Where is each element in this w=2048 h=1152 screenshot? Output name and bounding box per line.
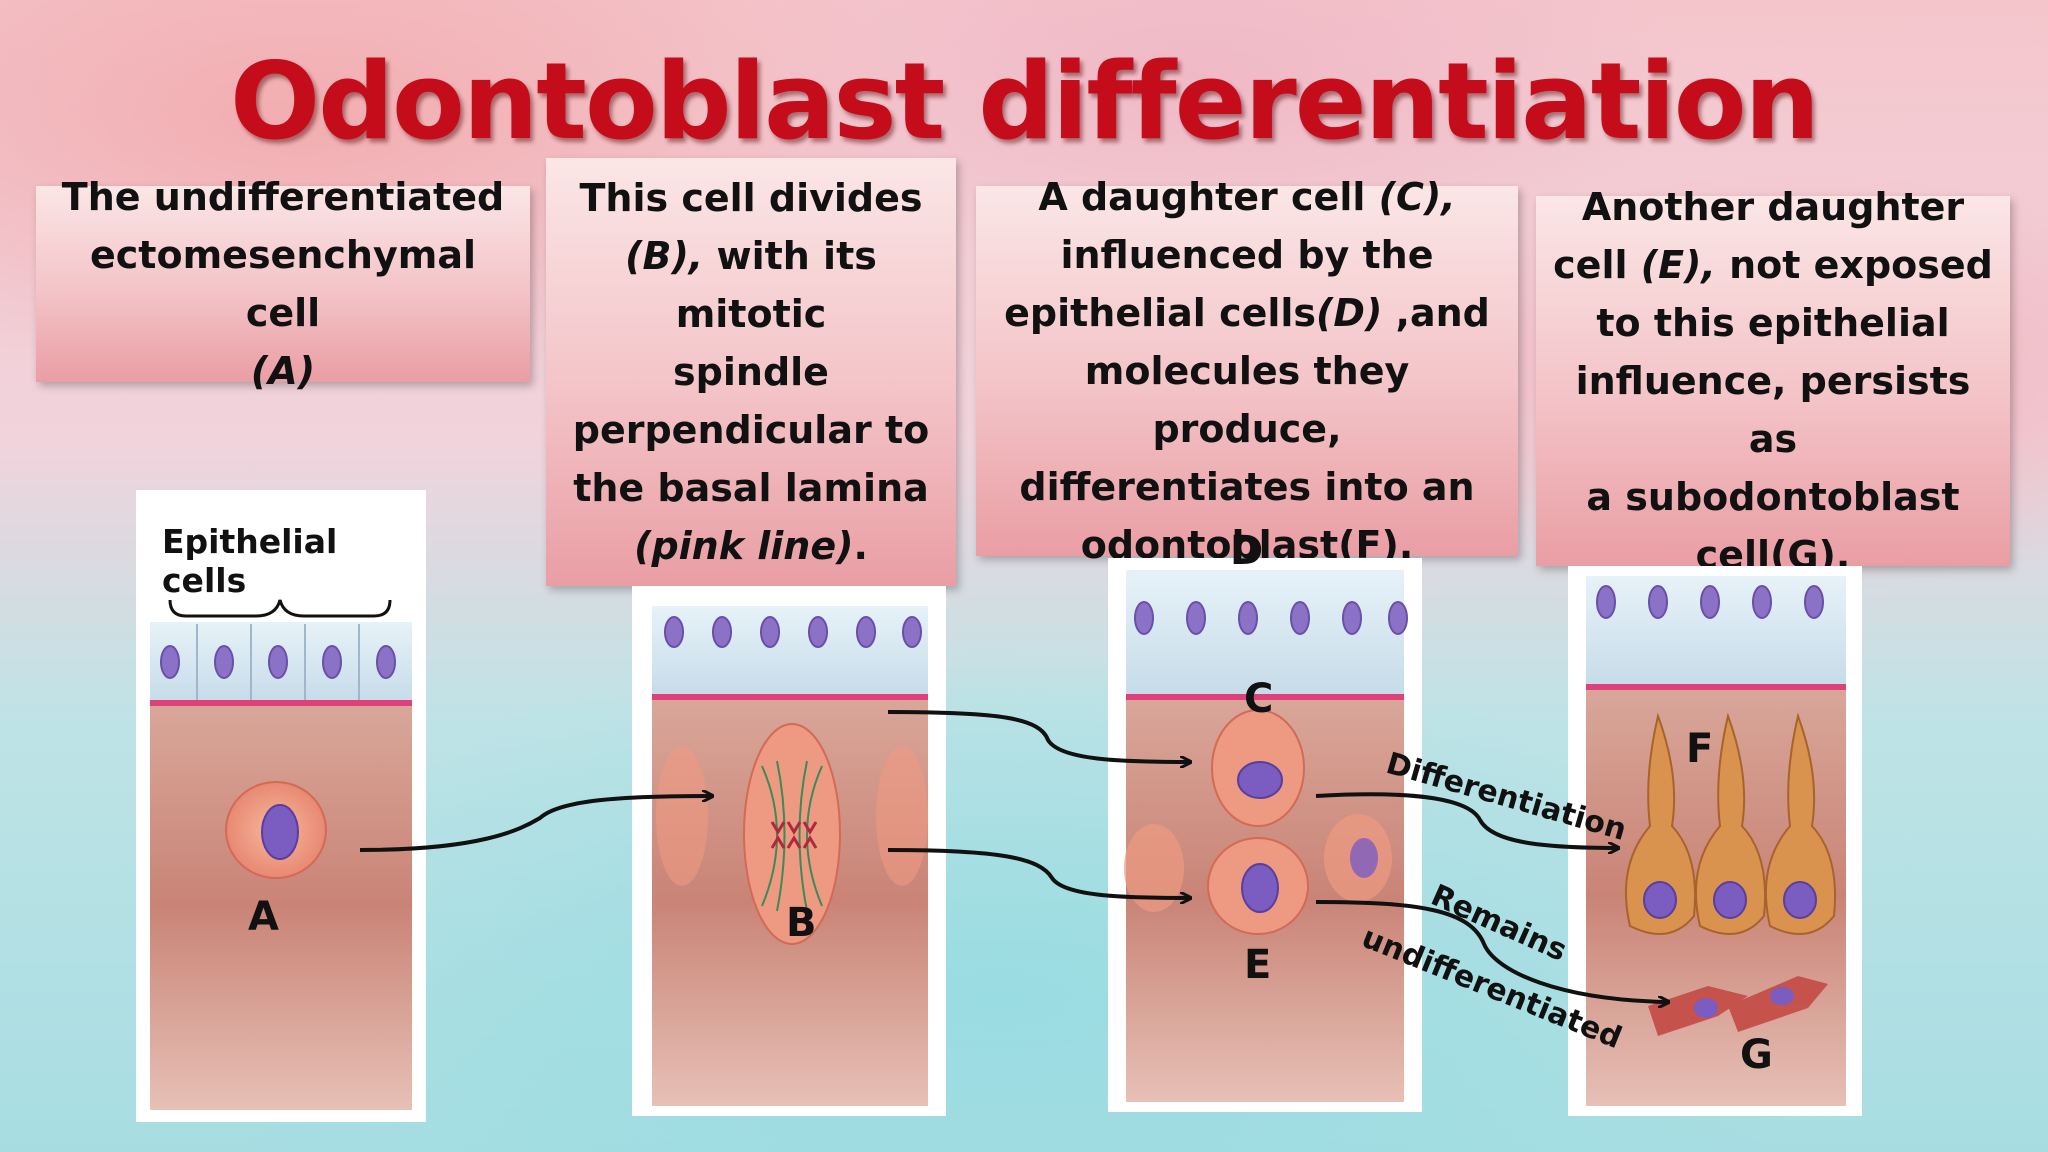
panel-f-g: F G xyxy=(1568,566,1862,1116)
label-c: C xyxy=(1244,676,1274,722)
box-c-line2: influenced by the xyxy=(1060,233,1434,277)
arrow-a-to-b xyxy=(359,796,712,852)
box-b-line1: This cell divides xyxy=(579,176,923,220)
box-a-line2: ectomesenchymal cell xyxy=(90,233,476,335)
box-c-line4: molecules they produce, xyxy=(1084,349,1410,451)
label-d: D xyxy=(1230,528,1264,574)
box-b-line3: mitotic xyxy=(675,292,827,336)
box-e-line1: Another daughter xyxy=(1581,185,1965,229)
label-a: A xyxy=(248,894,279,940)
text-box-e: Another daughter cell (E), not exposed t… xyxy=(1536,185,2010,577)
label-epithelial-cells: Epithelial cells xyxy=(162,522,338,600)
panel-c-e: C E xyxy=(1108,558,1422,1112)
panel-a: Epithelial cells A xyxy=(136,490,426,1122)
label-b: B xyxy=(786,900,817,946)
box-c-line5: differentiates into an xyxy=(1019,465,1475,509)
box-c-line1-italic: (C), xyxy=(1378,175,1456,219)
box-e-line5: a subodontoblast xyxy=(1586,475,1960,519)
box-c-line3b: ,and xyxy=(1382,291,1490,335)
slide-title: Odontoblast differentiation xyxy=(230,40,1820,163)
label-e: E xyxy=(1244,942,1272,988)
box-b-line7: . xyxy=(853,524,868,568)
text-box-a: The undifferentiated ectomesenchymal cel… xyxy=(36,175,530,393)
box-b-line4: spindle xyxy=(673,350,829,394)
box-c-line3-italic: (D) xyxy=(1316,291,1383,335)
box-e-line4: influence, persists as xyxy=(1575,359,1971,461)
box-e-line2a: cell xyxy=(1553,243,1641,287)
box-c-line1: A daughter cell xyxy=(1038,175,1379,219)
arrow-remains xyxy=(1315,900,1668,1002)
panel-a-illustration xyxy=(150,599,412,1110)
box-c-line3: epithelial cells xyxy=(1004,291,1317,335)
box-b-line2-italic: (B), xyxy=(625,234,704,278)
arrow-differentiation xyxy=(1315,792,1618,848)
box-e-line2b: not exposed xyxy=(1715,243,1993,287)
panel-f-illustration xyxy=(1586,576,1846,1106)
label-g: G xyxy=(1740,1032,1773,1078)
label-f: F xyxy=(1686,726,1714,772)
box-a-line3: (A) xyxy=(250,349,316,393)
box-e-line3: to this epithelial xyxy=(1596,301,1950,345)
box-b-line7-italic: (pink line) xyxy=(634,524,854,568)
box-a-line1: The undifferentiated xyxy=(61,175,505,219)
box-b-line6: the basal lamina xyxy=(573,466,929,510)
box-e-line2-italic: (E), xyxy=(1640,243,1716,287)
arrow-b-to-e xyxy=(887,848,1190,898)
text-box-b: This cell divides (B), with its mitotic … xyxy=(546,158,956,586)
arrow-b-to-c xyxy=(887,710,1190,762)
text-box-c: A daughter cell (C), influenced by the e… xyxy=(976,175,1518,567)
box-b-line5: perpendicular to xyxy=(572,408,930,452)
box-b-line2: with its xyxy=(703,234,877,278)
